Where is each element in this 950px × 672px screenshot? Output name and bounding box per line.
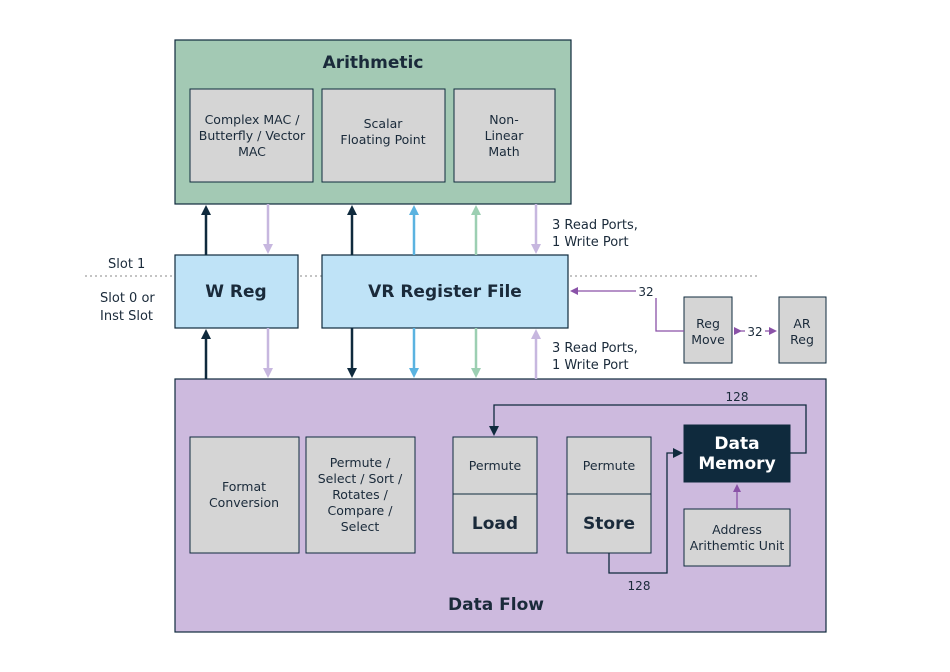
slot0-label-line2: Inst Slot [100,309,153,324]
w-reg-label: W Reg [205,282,266,302]
path-memory-to-load [489,404,807,454]
ar-reg-line2: Reg [790,332,814,347]
bottom-ports-line1: 3 Read Ports, [552,341,638,356]
reg-move [683,296,733,364]
permute-select-line2: Select / Sort / [318,471,403,486]
agu-line2: Arithemtic Unit [690,538,785,553]
nonlinear-line1: Non- [489,112,518,127]
w-reg [174,254,299,329]
width-memory-load: 128 [726,390,749,404]
load-label: Load [472,514,518,534]
top-ports-line1: 3 Read Ports, [552,218,638,233]
bottom-ports-line2: 1 Write Port [552,358,629,373]
width-vr-regmove: 32 [638,285,653,299]
permute-select-line3: Rotates / [332,487,388,502]
width-label-bg [636,284,658,298]
dataflow-title: Data Flow [448,595,544,615]
data-memory-line2: Memory [698,454,775,474]
complex-mac-unit [189,88,314,183]
slot1-label: Slot 1 [108,257,145,272]
path-store-to-memory [608,448,683,574]
store-label: Store [583,514,635,534]
width-regmove-ar: 32 [747,325,762,339]
scalar-fp-line2: Floating Point [340,132,425,147]
complex-mac-line2: Butterfly / Vector [199,128,306,143]
permute-select-unit [305,436,416,554]
vr-register-file-label: VR Register File [368,282,522,302]
agu-line1: Address [712,522,762,537]
permute-select-line4: Compare / [328,503,394,518]
slot0-label: Slot 0 or [100,291,155,306]
arithmetic-title: Arithmetic [323,53,424,73]
format-line2: Conversion [209,495,279,510]
reg-move-line1: Reg [696,316,720,331]
format-line1: Format [222,479,266,494]
permute-select-line1: Permute / [330,455,391,470]
data-memory-line1: Data [714,434,759,454]
store-unit [566,493,652,554]
scalar-fp-line1: Scalar [364,116,404,131]
top-ports-line2: 1 Write Port [552,235,629,250]
ar-reg-line1: AR [793,316,811,331]
ar-reg [778,296,827,364]
complex-mac-line3: MAC [238,144,266,159]
load-unit [452,493,538,554]
width-label-bg [745,324,765,338]
scalar-fp-unit [321,88,446,183]
vr-register-file [321,254,569,329]
nonlinear-line3: Math [488,144,519,159]
nonlinear-math-unit [453,88,556,183]
load-permute-label: Permute [469,458,522,473]
address-arithmetic-unit [683,508,791,567]
format-conversion-unit [189,436,300,554]
reg-move-line2: Move [691,332,725,347]
complex-mac-line1: Complex MAC / [205,112,301,127]
link-regmove-to-vr [570,287,684,332]
nonlinear-line2: Linear [485,128,525,143]
width-store-memory: 128 [628,579,651,593]
permute-select-line5: Select [341,519,380,534]
data-memory [683,424,791,483]
store-permute-label: Permute [583,458,636,473]
